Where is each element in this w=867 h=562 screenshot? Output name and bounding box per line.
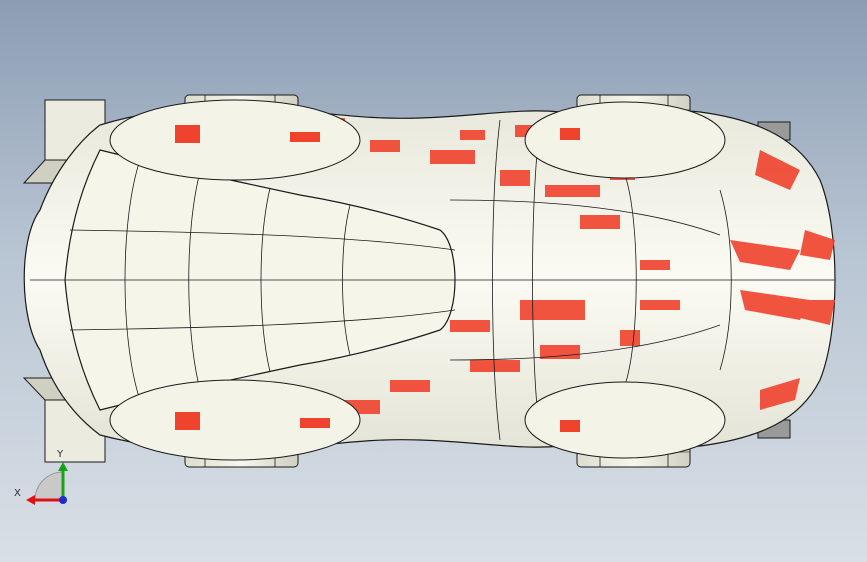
- axis-triad: X Y: [14, 449, 68, 505]
- y-axis-label: Y: [56, 449, 64, 460]
- wheel-arch-patches: [175, 125, 580, 432]
- x-axis-label: X: [14, 488, 21, 499]
- z-axis-dot: [59, 496, 67, 504]
- wheel-arches: [109, 99, 726, 461]
- triad-quarter-disc: [34, 471, 64, 501]
